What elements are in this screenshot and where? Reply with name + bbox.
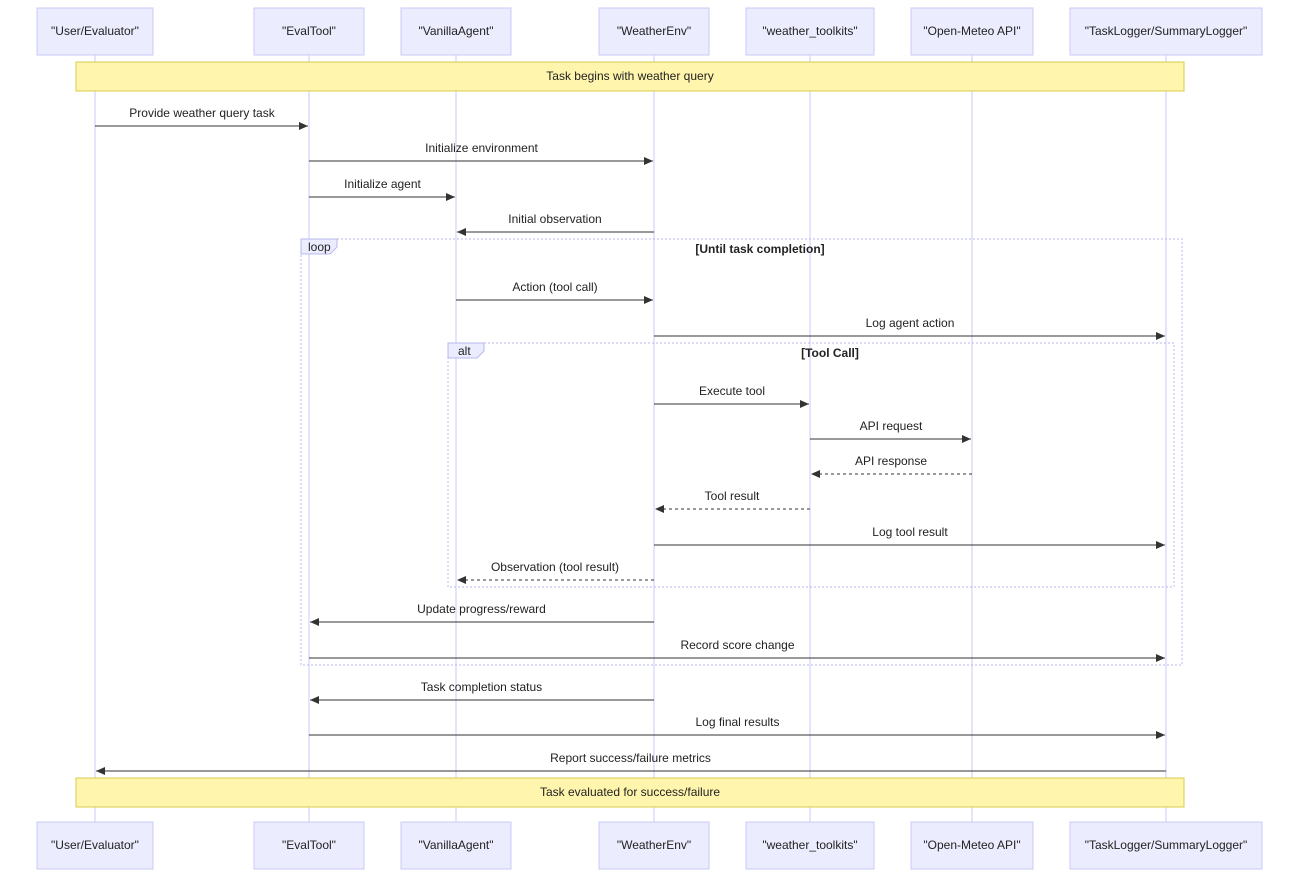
actor-box: [910, 7, 1034, 56]
message-7: Execute tool: [654, 384, 809, 408]
actor-box: [36, 821, 154, 870]
message-15: Task completion status: [310, 680, 654, 704]
actor-box: [598, 7, 710, 56]
actor-box: [400, 821, 512, 870]
alt-condition: [Tool Call]: [801, 346, 859, 360]
actors-bottom: "User/Evaluator" "EvalTool" "VanillaAgent"…: [36, 821, 1263, 870]
actor-api-bottom: "Open-Meteo API": [910, 821, 1034, 870]
actor-label: "TaskLogger/SummaryLogger": [1085, 24, 1248, 38]
actor-logger-bottom: "TaskLogger/SummaryLogger": [1069, 821, 1263, 870]
message-label: Initialize environment: [425, 141, 538, 155]
message-label: Initial observation: [508, 212, 601, 226]
message-label: Execute tool: [699, 384, 765, 398]
actor-user-bottom: "User/Evaluator": [36, 821, 154, 870]
actor-label: "EvalTool": [282, 24, 336, 38]
actor-agent-bottom: "VanillaAgent": [400, 821, 512, 870]
actor-box: [253, 7, 365, 56]
message-5: Action (tool call): [456, 280, 653, 304]
actor-box: [745, 7, 875, 56]
message-1: Provide weather query task: [95, 106, 308, 130]
actor-box: [1069, 7, 1263, 56]
actor-label: "weather_toolkits": [762, 838, 857, 852]
message-10: Tool result: [655, 489, 810, 513]
message-16: Log final results: [309, 715, 1165, 739]
message-label: Initialize agent: [344, 177, 421, 191]
loop-frame: loop [Until task completion]: [300, 238, 1183, 666]
actor-toolkits-top: "weather_toolkits": [745, 7, 875, 56]
actor-api-top: "Open-Meteo API": [910, 7, 1034, 56]
actor-label: "Open-Meteo API": [923, 838, 1020, 852]
lifelines: [94, 54, 1167, 822]
actor-box: [36, 7, 154, 56]
message-label: API request: [860, 419, 923, 433]
actor-label: "EvalTool": [282, 838, 336, 852]
actor-box: [253, 821, 365, 870]
message-14: Record score change: [309, 638, 1165, 662]
actor-box: [1069, 821, 1263, 870]
actor-env-top: "WeatherEnv": [598, 7, 710, 56]
loop-keyword: loop: [308, 240, 331, 254]
message-label: Action (tool call): [512, 280, 597, 294]
actor-box: [400, 7, 512, 56]
actor-label: "VanillaAgent": [418, 24, 493, 38]
actor-box: [598, 821, 710, 870]
message-8: API request: [810, 419, 971, 443]
actor-toolkits-bottom: "weather_toolkits": [745, 821, 875, 870]
message-3: Initialize agent: [309, 177, 455, 201]
message-label: Update progress/reward: [417, 602, 546, 616]
actor-label: "WeatherEnv": [617, 838, 691, 852]
actor-evaltool-bottom: "EvalTool": [253, 821, 365, 870]
message-11: Log tool result: [654, 525, 1165, 549]
actor-label: "User/Evaluator": [51, 838, 139, 852]
note-end: Task evaluated for success/failure: [75, 777, 1185, 808]
actors-top: "User/Evaluator" "EvalTool" "VanillaAgent"…: [36, 7, 1263, 56]
message-2: Initialize environment: [309, 141, 653, 165]
message-label: Record score change: [680, 638, 794, 652]
message-label: Tool result: [705, 489, 760, 503]
note-end-text: Task evaluated for success/failure: [540, 785, 720, 799]
actor-label: "TaskLogger/SummaryLogger": [1085, 838, 1248, 852]
actor-evaltool-top: "EvalTool": [253, 7, 365, 56]
message-label: Report success/failure metrics: [550, 751, 711, 765]
message-label: Log final results: [695, 715, 779, 729]
message-label: Log tool result: [872, 525, 948, 539]
actor-env-bottom: "WeatherEnv": [598, 821, 710, 870]
message-4: Initial observation: [457, 212, 654, 236]
message-label: Task completion status: [421, 680, 542, 694]
message-17: Report success/failure metrics: [96, 751, 1166, 775]
message-12: Observation (tool result): [457, 560, 654, 584]
note-start: Task begins with weather query: [75, 61, 1185, 92]
message-6: Log agent action: [654, 316, 1165, 340]
alt-keyword: alt: [458, 344, 471, 358]
message-label: Observation (tool result): [491, 560, 619, 574]
message-label: Log agent action: [866, 316, 955, 330]
actor-agent-top: "VanillaAgent": [400, 7, 512, 56]
actor-label: "VanillaAgent": [418, 838, 493, 852]
actor-label: "User/Evaluator": [51, 24, 139, 38]
message-label: API response: [855, 454, 927, 468]
message-13: Update progress/reward: [310, 602, 654, 626]
note-start-text: Task begins with weather query: [546, 69, 713, 83]
message-label: Provide weather query task: [129, 106, 275, 120]
actor-logger-top: "TaskLogger/SummaryLogger": [1069, 7, 1263, 56]
actor-user-top: "User/Evaluator": [36, 7, 154, 56]
actor-box: [910, 821, 1034, 870]
actor-label: "Open-Meteo API": [923, 24, 1020, 38]
actor-label: "WeatherEnv": [617, 24, 691, 38]
message-9: API response: [811, 454, 972, 478]
loop-condition: [Until task completion]: [695, 242, 824, 256]
actor-box: [745, 821, 875, 870]
alt-frame: alt [Tool Call]: [447, 342, 1175, 588]
actor-label: "weather_toolkits": [762, 24, 857, 38]
